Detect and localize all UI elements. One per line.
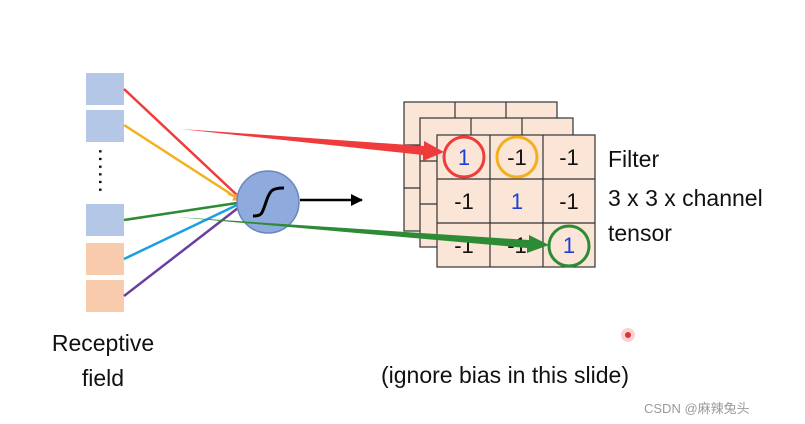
receptive-cell-orange-1 xyxy=(86,243,124,275)
receptive-cell-blue-1 xyxy=(86,73,124,105)
receptive-field-label-line1: Receptive xyxy=(51,330,155,356)
connection-purple xyxy=(123,207,239,297)
highlight-circle-green xyxy=(547,224,591,268)
filter-cell-r2c1: -1 xyxy=(454,189,474,214)
highlight-circle-red xyxy=(442,135,486,179)
filter-cell-r1c2: -1 xyxy=(507,145,527,170)
receptive-field-label-line2: field xyxy=(81,365,125,391)
neuron-circle xyxy=(236,170,300,234)
bias-note: (ignore bias in this slide) xyxy=(381,362,630,388)
filter-cell-r1c3: -1 xyxy=(559,145,579,170)
filter-kind: tensor xyxy=(608,220,672,246)
receptive-cell-blue-3 xyxy=(86,204,124,236)
connection-red xyxy=(123,88,239,197)
receptive-field-label: Receptive field xyxy=(44,326,162,396)
connection-green xyxy=(123,201,238,222)
receptive-field: ...... xyxy=(86,73,124,312)
connection-yellow xyxy=(123,123,238,200)
watermark: CSDN @麻辣兔头 xyxy=(644,401,750,416)
receptive-ellipsis: ...... xyxy=(93,148,120,194)
filter-cell-r2c3: -1 xyxy=(559,189,579,214)
filter-title: Filter xyxy=(608,146,660,172)
input-connections xyxy=(123,88,241,297)
filter-dims: 3 x 3 x channel xyxy=(608,185,763,211)
sigmoid-icon xyxy=(252,186,285,218)
receptive-cell-orange-2 xyxy=(86,280,124,312)
weight-arrow-red xyxy=(180,129,444,161)
receptive-cell-blue-2 xyxy=(86,110,124,142)
filter-cell-r3c3: 1 xyxy=(563,233,575,258)
pointer-dot xyxy=(621,328,635,342)
filter-cell-r1c1: 1 xyxy=(458,145,470,170)
connection-cyan xyxy=(123,203,238,261)
neuron xyxy=(236,170,300,234)
filter-cell-r2c2: 1 xyxy=(511,189,523,214)
filter-front-layer: 1 -1 -1 -1 1 -1 -1 -1 1 xyxy=(436,134,596,268)
highlight-circle-yellow xyxy=(495,135,539,179)
weight-arrows xyxy=(176,129,549,253)
